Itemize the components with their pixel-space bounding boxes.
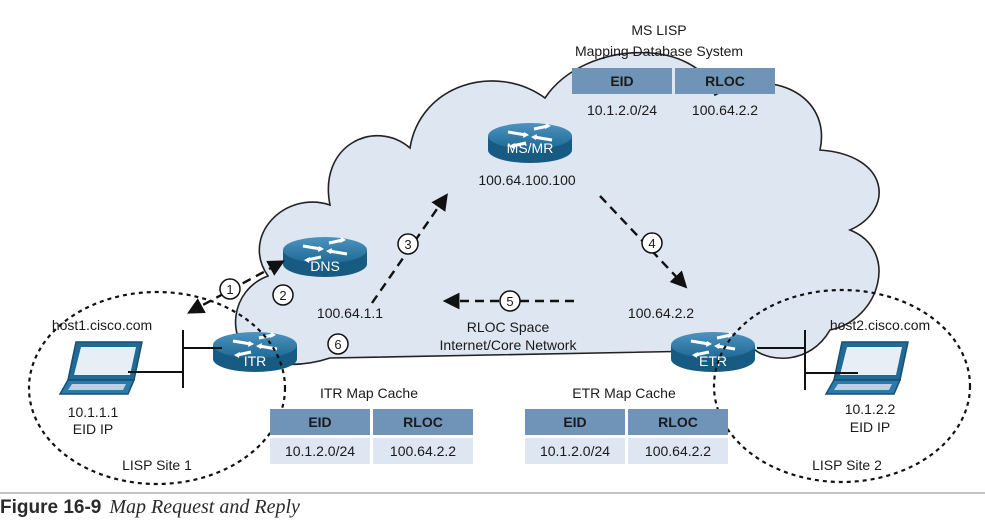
svg-text:2: 2	[279, 288, 286, 303]
itr-label: ITR	[244, 353, 267, 369]
site1-host: host1.cisco.com	[52, 317, 152, 333]
dns-label: DNS	[310, 258, 340, 274]
figure-number: Figure 16-9	[0, 497, 102, 518]
ms-title-line1: MS LISP	[631, 22, 686, 38]
site1-laptop-icon	[59, 341, 143, 395]
itr-cache-cell-eid: 10.1.2.0/24	[285, 443, 355, 459]
svg-text:6: 6	[334, 337, 341, 352]
itr-cache-header-rloc: RLOC	[403, 414, 443, 430]
msmr-router-icon: MS/MR	[486, 121, 574, 165]
itr-cache-table: EID RLOC 10.1.2.0/24 100.64.2.2	[270, 409, 473, 464]
etr-cache-header-rloc: RLOC	[658, 414, 698, 430]
lisp-site-1-boundary	[27, 290, 287, 486]
etr-cache-table: EID RLOC 10.1.2.0/24 100.64.2.2	[525, 409, 728, 464]
svg-text:1: 1	[226, 282, 233, 297]
itr-cache-cell-rloc: 100.64.2.2	[390, 443, 456, 459]
site1-name: LISP Site 1	[122, 457, 192, 473]
msmr-label: MS/MR	[507, 140, 554, 156]
svg-text:4: 4	[648, 236, 655, 251]
site2-host: host2.cisco.com	[830, 317, 930, 333]
step-marker-6: 6	[327, 333, 349, 355]
site2-name: LISP Site 2	[812, 457, 882, 473]
itr-address: 100.64.1.1	[317, 305, 383, 321]
site1-ip: 10.1.1.1	[68, 404, 119, 420]
site1-ip-label: EID IP	[73, 421, 113, 437]
ms-table-cell-eid: 10.1.2.0/24	[587, 102, 657, 118]
etr-router-icon: ETR	[669, 330, 757, 374]
msmr-address: 100.64.100.100	[478, 172, 576, 188]
dns-router-icon: DNS	[281, 235, 369, 279]
site2-ip: 10.1.2.2	[845, 401, 896, 417]
etr-cache-cell-rloc: 100.64.2.2	[645, 443, 711, 459]
svg-text:3: 3	[404, 237, 411, 252]
etr-label: ETR	[699, 353, 727, 369]
step-marker-4: 4	[641, 232, 663, 254]
rloc-space-line2: Internet/Core Network	[440, 337, 578, 353]
ms-mapping-table: EID RLOC 10.1.2.0/24 100.64.2.2	[572, 68, 775, 123]
rloc-space-line1: RLOC Space	[467, 319, 550, 335]
svg-text:5: 5	[506, 294, 513, 309]
step-marker-5: 5	[499, 290, 521, 312]
site2-laptop-icon	[825, 341, 909, 395]
ms-table-header-eid: EID	[610, 73, 633, 89]
itr-cache-header-eid: EID	[308, 414, 331, 430]
itr-cache-title: ITR Map Cache	[320, 385, 418, 401]
step-marker-2: 2	[272, 284, 294, 306]
etr-cache-cell-eid: 10.1.2.0/24	[540, 443, 610, 459]
itr-router-icon: ITR	[211, 330, 299, 374]
figure-title: Map Request and Reply	[109, 496, 300, 518]
etr-address: 100.64.2.2	[628, 305, 694, 321]
etr-cache-header-eid: EID	[563, 414, 586, 430]
ms-table-header-rloc: RLOC	[705, 73, 745, 89]
ms-table-cell-rloc: 100.64.2.2	[692, 102, 758, 118]
step-marker-1: 1	[219, 278, 241, 300]
figure-caption: Figure 16-9 Map Request and Reply	[0, 496, 300, 526]
step-marker-3: 3	[397, 233, 419, 255]
ms-title-line2: Mapping Database System	[575, 43, 743, 59]
lisp-site-2-boundary	[712, 288, 972, 484]
site2-ip-label: EID IP	[850, 419, 890, 435]
etr-cache-title: ETR Map Cache	[572, 385, 676, 401]
